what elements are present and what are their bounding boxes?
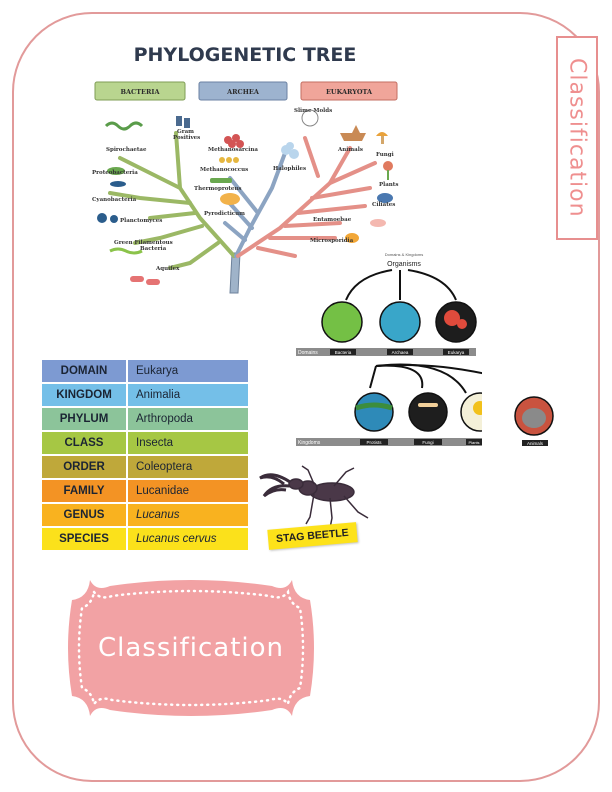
- domain-circle-bacteria: [321, 301, 363, 343]
- taxonomy-rank: PHYLUM: [42, 408, 128, 430]
- domain-circle-archaea: [379, 301, 421, 343]
- label-entamoebae: Entamoebae: [313, 217, 352, 223]
- phylogenetic-tree: BACTERIA ARCHEA EUKARYOTA: [92, 81, 398, 294]
- label-methanosarcina: Methanosarcina: [208, 147, 258, 153]
- domain-tag-eukaryota-label: EUKARYOTA: [326, 88, 373, 96]
- kingdom-name-animals: Animals: [527, 441, 544, 446]
- domain-circles: [321, 301, 477, 343]
- taxonomy-rank: DOMAIN: [42, 360, 128, 382]
- eukaryota-branches: [236, 136, 377, 258]
- label-spirochaetae: Spirochaetae: [106, 147, 147, 153]
- taxonomy-value: Arthropoda: [128, 408, 248, 430]
- label-microsporidia: Microsporidia: [310, 238, 354, 244]
- label-planctomyces: Planctomyces: [120, 218, 162, 224]
- tree-title: PHYLOGENETIC TREE: [133, 44, 357, 66]
- kingdoms-bar: [296, 438, 482, 446]
- label-cyanobacteria: Cyanobacteria: [92, 197, 137, 203]
- label-methanococcus: Methanococcus: [200, 167, 248, 173]
- domain-tag-bacteria: BACTERIA: [94, 81, 186, 101]
- taxonomy-rank: KINGDOM: [42, 384, 128, 406]
- side-tab: Classification: [556, 36, 598, 240]
- label-gram-positives-2: Positives: [173, 135, 200, 141]
- organisms-header-small: Domains & Kingdoms: [385, 252, 423, 257]
- bacteria-branches: [108, 131, 236, 270]
- side-tab-label: Classification: [564, 58, 590, 218]
- label-ciliates: Ciliates: [372, 202, 395, 208]
- label-proteobacteria: Proteobacteria: [92, 170, 138, 176]
- classification-badge: Classification: [60, 572, 322, 724]
- taxonomy-value: Insecta: [128, 432, 248, 454]
- badge-label: Classification: [97, 633, 285, 663]
- kingdom-name-plants: Plants: [468, 440, 479, 445]
- domain-tag-archea-label: ARCHEA: [226, 88, 260, 96]
- label-gram-positives-1: Gram: [177, 129, 194, 135]
- taxonomy-value: Animalia: [128, 384, 248, 406]
- taxonomy-rank: ORDER: [42, 456, 128, 478]
- label-pyrodicticum: Pyrodicticum: [204, 211, 245, 217]
- organisms-header: Organisms: [387, 261, 421, 268]
- taxonomy-value: Eukarya: [128, 360, 248, 382]
- domain-name-archaea: Archaea: [392, 350, 409, 355]
- label-green-filamentous-2: Bacteria: [140, 246, 167, 252]
- kingdom-circle-animals-wrap: Animals: [514, 396, 554, 446]
- label-slime-molds: Slime Molds: [294, 108, 332, 114]
- taxonomy-rank: CLASS: [42, 432, 128, 454]
- kingdom-circles: [354, 392, 482, 432]
- kingdoms-bar-label: Kingdoms: [298, 440, 321, 446]
- taxonomy-value: Lucanus cervus: [128, 528, 248, 550]
- page-border-frame: [12, 12, 600, 782]
- label-fungi: Fungi: [376, 152, 394, 158]
- domains-bar: [296, 348, 476, 356]
- eukaryota-organism-icons: [301, 109, 393, 243]
- kingdom-arrows: [369, 363, 482, 394]
- domain-name-eukarya: Eukarya: [448, 350, 465, 355]
- label-aquifex: Aquifex: [155, 266, 180, 272]
- bacteria-organism-icons: [97, 116, 190, 285]
- taxonomy-value: Coleoptera: [128, 456, 248, 478]
- label-animals: Animals: [337, 147, 363, 153]
- label-green-filamentous-1: Green Filamentous: [114, 240, 173, 246]
- domain-name-bacteria: Bacteria: [335, 350, 352, 355]
- taxonomy-rank: FAMILY: [42, 480, 128, 502]
- taxonomy-rank: SPECIES: [42, 528, 128, 550]
- organisms-diagram: Domains & Kingdoms Organisms Domains Bac…: [296, 252, 482, 446]
- label-plants: Plants: [379, 182, 398, 188]
- taxonomy-rank: GENUS: [42, 504, 128, 526]
- taxonomy-value: Lucanidae: [128, 480, 248, 502]
- tree-trunk: [229, 252, 241, 294]
- badge-shape: [68, 580, 314, 716]
- kingdom-name-protists: Protists: [366, 440, 382, 445]
- kingdom-name-fungi: Fungi: [422, 440, 433, 445]
- label-halophiles: Halophiles: [273, 166, 306, 172]
- domain-tag-archea: ARCHEA: [198, 81, 288, 101]
- kingdom-circle-protists: [354, 392, 394, 432]
- domain-tag-eukaryota: EUKARYOTA: [300, 81, 398, 101]
- stag-beetle-illustration: [259, 465, 369, 529]
- domain-tag-bacteria-label: BACTERIA: [121, 88, 161, 96]
- domains-bar-label: Domains: [298, 350, 318, 356]
- label-thermoproteus: Thermoproteus: [194, 186, 242, 192]
- domain-arrows: [345, 269, 457, 301]
- taxonomy-value: Lucanus: [128, 504, 248, 526]
- kingdom-circle-fungi: [408, 392, 448, 432]
- archea-organism-icons: [210, 134, 299, 205]
